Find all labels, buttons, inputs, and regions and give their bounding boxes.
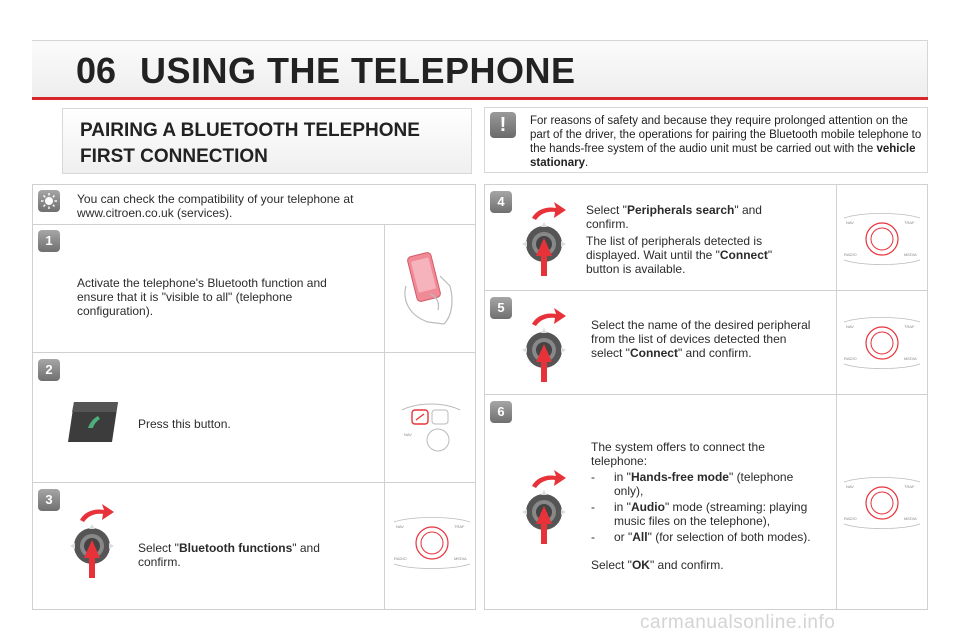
step-1-badge: 1 [38, 230, 60, 252]
panel-label: RADIO [394, 556, 407, 561]
step-5-text: Select the name of the desired periphera… [591, 318, 811, 360]
warning-box [484, 107, 928, 173]
panel-label: NAV [396, 524, 404, 529]
header-band [32, 40, 928, 98]
step-1-text: Activate the telephone's Bluetooth funct… [77, 276, 327, 318]
divider [836, 184, 837, 610]
warning-icon: ! [490, 112, 516, 138]
chapter-number: 06 [76, 50, 117, 91]
tip-icon [38, 190, 60, 212]
panel-label: TRAF [904, 220, 915, 225]
section-title-line1: PAIRING A BLUETOOTH TELEPHONE [80, 120, 420, 141]
step-2-badge: 2 [38, 359, 60, 381]
panel-label: RADIO [844, 252, 857, 257]
panel-label: RADIO [844, 356, 857, 361]
control-panel-icon-5: NAV TRAF RADIO MEDIA [843, 317, 921, 369]
panel-label: MEDIA [904, 516, 917, 521]
divider [484, 290, 928, 291]
section-title-box [62, 108, 472, 174]
warning-text: For reasons of safety and because they r… [530, 115, 922, 169]
step-4-text: Select "Peripherals search" and confirm. [586, 203, 762, 231]
dashboard-buttons-icon: NAV [401, 403, 461, 452]
step-3-badge: 3 [38, 489, 60, 511]
control-panel-icon-4: NAV TRAF RADIO MEDIA [843, 213, 921, 265]
page-header: 06 USING THE TELEPHONE [32, 40, 928, 102]
divider [384, 224, 385, 610]
divider [32, 482, 476, 483]
page-title: USING THE TELEPHONE [140, 50, 576, 91]
step-6-badge: 6 [490, 401, 512, 423]
panel-label: MEDIA [904, 356, 917, 361]
panel-label: MEDIA [904, 252, 917, 257]
step-6-option-audio: in "Audio" mode (streaming: playing musi… [614, 500, 808, 528]
step-2-text: Press this button. [138, 417, 231, 431]
phone-in-hand-icon [404, 252, 453, 325]
panel-label: TRAF [904, 324, 915, 329]
panel-label: MEDIA [454, 556, 467, 561]
step-3-text: Select "Bluetooth functions" and confirm… [138, 541, 320, 569]
divider [484, 394, 928, 395]
step-6-option-hands-free: in "Hands-free mode" (telephone only), [614, 470, 794, 498]
step-5-badge: 5 [490, 297, 512, 319]
bullet-dash: - [591, 500, 595, 514]
section-title-line2: FIRST CONNECTION [80, 146, 268, 167]
divider [32, 352, 476, 353]
step-4-text-2: The list of peripherals detected is disp… [586, 234, 773, 276]
control-panel-icon-3: NAV TRAF RADIO MEDIA [393, 517, 471, 569]
panel-label: TRAF [904, 484, 915, 489]
panel-label: NAV [846, 324, 854, 329]
control-panel-icon-6: NAV TRAF RADIO MEDIA [843, 477, 921, 529]
step-6-end: Select "OK" and confirm. [591, 558, 724, 572]
header-red-line [32, 97, 928, 100]
panel-label: NAV [404, 432, 412, 437]
step-6-intro: The system offers to connect the telepho… [591, 440, 765, 468]
panel-label: NAV [846, 220, 854, 225]
rotary-knob-arrows-icon [70, 504, 114, 578]
rotary-knob-arrows-icon [522, 202, 566, 276]
bullet-dash: - [591, 470, 595, 484]
bullet-dash: - [591, 530, 595, 544]
panel-label: NAV [846, 484, 854, 489]
tip-text: You can check the compatibility of your … [77, 192, 354, 220]
footer-watermark: carmanualsonline.info [640, 612, 836, 633]
step-6-option-all: or "All" (for selection of both modes). [614, 530, 811, 544]
panel-label: RADIO [844, 516, 857, 521]
divider [32, 224, 476, 225]
panel-label: TRAF [454, 524, 465, 529]
rotary-knob-arrows-icon [522, 470, 566, 544]
step-4-badge: 4 [490, 191, 512, 213]
telephone-button-icon [68, 402, 118, 442]
rotary-knob-arrows-icon [522, 308, 566, 382]
